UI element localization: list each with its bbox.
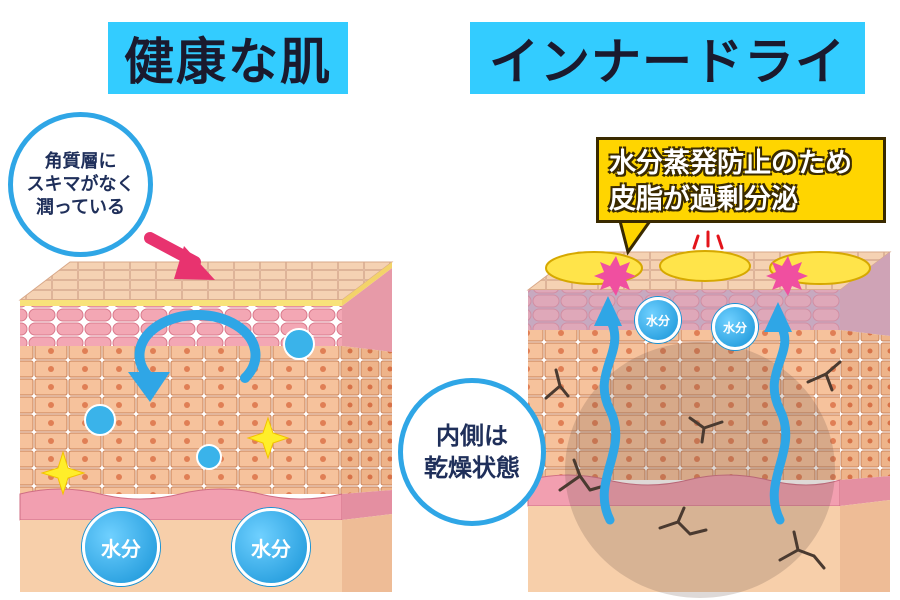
title-healthy-skin: 健康な肌: [108, 22, 348, 94]
healthy-skin-block: [18, 232, 394, 592]
sebum-callout-box: 水分蒸発防止のため 皮脂が過剰分泌: [596, 137, 886, 223]
callout-line: 潤っている: [35, 197, 126, 218]
sebum-line: 皮脂が過剰分泌: [609, 184, 798, 215]
callout-inner-dry: 内側は 乾燥状態: [398, 378, 546, 526]
title-inner-dry: インナードライ: [470, 22, 865, 94]
water-bubble: 水分: [82, 508, 160, 586]
callout-healthy: 角質層に スキマがなく 潤っている: [8, 112, 153, 257]
sebum-line: 水分蒸発防止のため: [609, 148, 852, 179]
water-bubble: 水分: [712, 304, 758, 350]
callout-line: 乾燥状態: [424, 454, 520, 482]
water-bubble: 水分: [232, 508, 310, 586]
inner-dry-skin-block: [526, 219, 892, 598]
callout-line: 角質層に: [44, 151, 117, 172]
water-bubble: 水分: [635, 297, 681, 343]
callout-line: スキマがなく: [26, 174, 135, 195]
callout-line: 内側は: [436, 422, 508, 450]
